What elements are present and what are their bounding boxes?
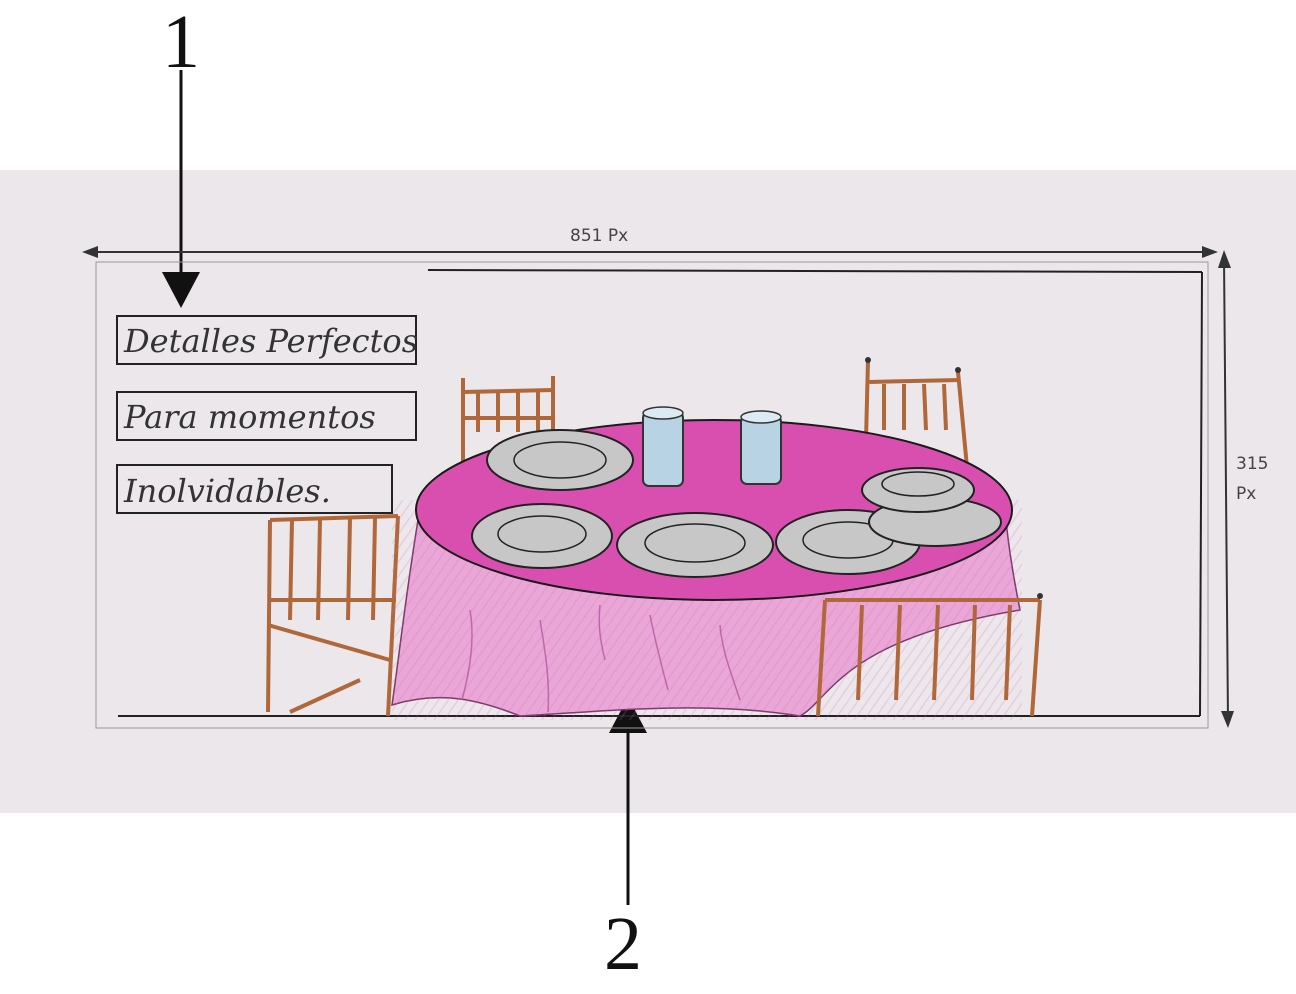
height-dimension-value: 315 <box>1236 454 1268 474</box>
text-box-1-label: Detalles Perfectos <box>123 322 418 360</box>
width-dimension-label: 851 Px <box>570 226 628 246</box>
text-box-3-label: Inolvidables. <box>123 472 331 510</box>
text-box-2: Para momentos <box>117 392 416 440</box>
chair-left <box>268 516 398 716</box>
text-box-2-label: Para momentos <box>123 398 376 436</box>
callout-arrow-1 <box>162 70 200 308</box>
plate-front-center <box>617 513 773 577</box>
height-dimension-line <box>1218 250 1234 728</box>
glass-right <box>741 411 781 484</box>
text-box-1: Detalles Perfectos <box>117 316 418 364</box>
text-box-3: Inolvidables. <box>117 465 392 513</box>
width-dimension-line <box>82 246 1218 258</box>
glass-left <box>643 407 683 486</box>
plate-front-left <box>472 504 612 568</box>
plate-back-left <box>487 430 633 490</box>
height-dimension-unit: Px <box>1236 484 1256 504</box>
